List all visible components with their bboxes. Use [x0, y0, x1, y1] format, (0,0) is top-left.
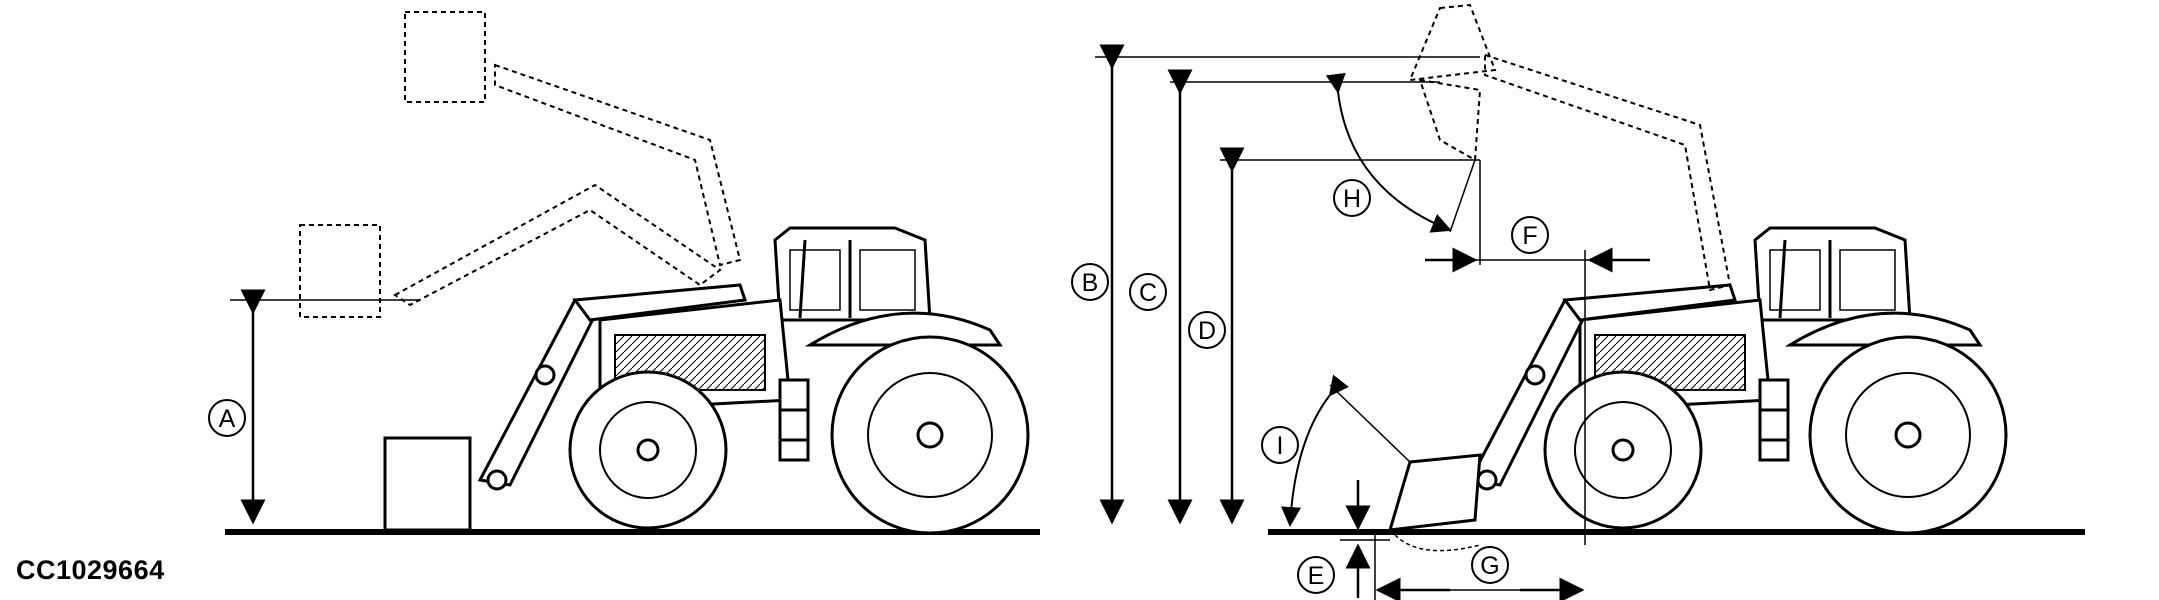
label-f: F: [1522, 222, 1537, 250]
loader-arm-mid-dotted: [299, 183, 722, 318]
tractor-left: [568, 226, 1030, 535]
tractor-right: [1543, 226, 2008, 535]
dimension-c: C: [1129, 69, 1193, 525]
dimension-d: D: [1188, 147, 1245, 525]
label-b: B: [1082, 269, 1099, 297]
rollback-angle-i: I: [1261, 374, 1411, 527]
loader-arm-raised-dotted: [1408, 3, 1732, 292]
left-view: A: [208, 11, 1040, 535]
label-g: G: [1480, 552, 1499, 580]
label-i: I: [1277, 432, 1284, 460]
dimension-b: B: [1071, 44, 1125, 525]
right-view: H I B C D: [1071, 3, 2085, 600]
bucket-lowered: [1387, 453, 1482, 532]
figure-code: CC1029664: [16, 555, 165, 585]
label-e: E: [1308, 562, 1325, 590]
dimension-e: E: [1297, 480, 1481, 598]
loader-arm-high-dotted: [404, 11, 742, 267]
dimension-f: F: [1425, 160, 1650, 545]
label-a: A: [219, 405, 236, 433]
label-h: H: [1343, 185, 1361, 213]
loader-arm-lowered-left: [477, 283, 747, 491]
dimension-a: A: [208, 289, 420, 525]
label-c: C: [1139, 279, 1157, 307]
dimension-g: G: [1374, 530, 1585, 600]
dump-angle-h: H: [1325, 72, 1476, 233]
loader-arm-lowered-right: [1467, 283, 1737, 491]
label-d: D: [1198, 317, 1216, 345]
pallet-fork-lowered: [383, 436, 472, 532]
